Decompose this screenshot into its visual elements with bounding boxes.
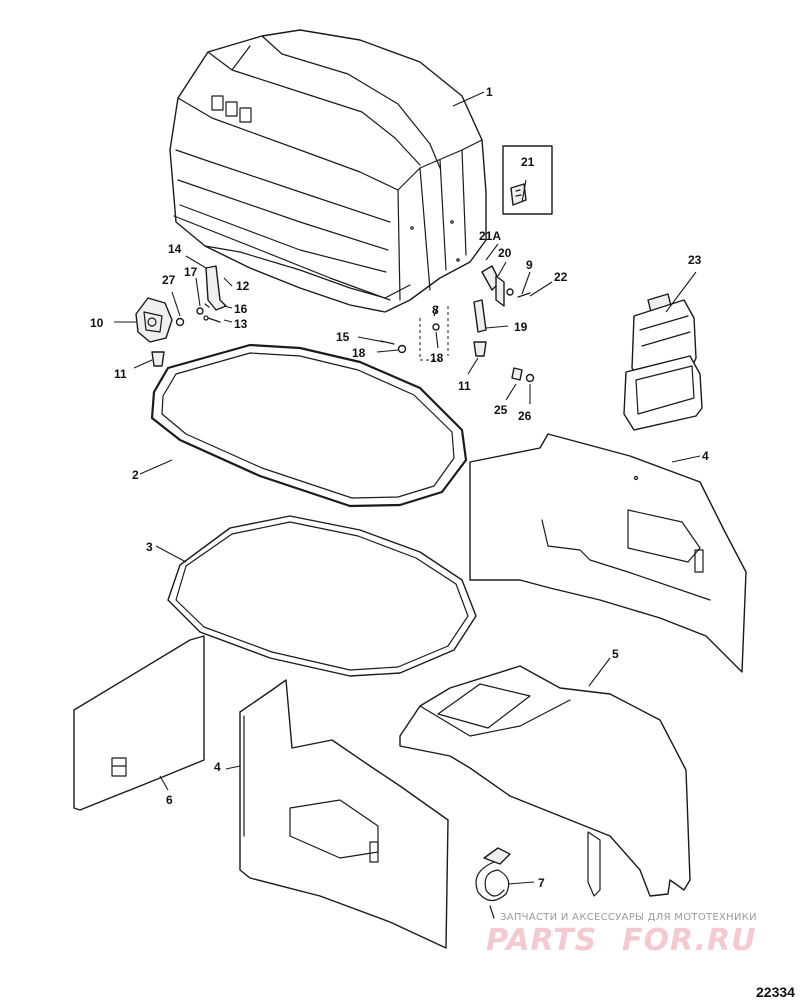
callout-2: 2 bbox=[132, 468, 139, 482]
callout-11-right: 11 bbox=[458, 379, 471, 393]
callout-26: 26 bbox=[518, 409, 532, 423]
callout-8: 8 bbox=[432, 303, 439, 317]
watermark-logo-right: FOR.RU bbox=[622, 923, 757, 958]
callout-5: 5 bbox=[612, 647, 619, 661]
callout-10: 10 bbox=[90, 316, 104, 330]
latch-assembly-left bbox=[135, 265, 227, 367]
callout-15: 15 bbox=[336, 330, 350, 344]
top-cowl bbox=[169, 29, 487, 313]
callout-25: 25 bbox=[494, 403, 508, 417]
callout-9: 9 bbox=[526, 258, 533, 272]
callout-21: 21 bbox=[521, 155, 535, 169]
foam-pad bbox=[167, 515, 477, 677]
callout-13: 13 bbox=[234, 317, 248, 331]
callout-4-left: 4 bbox=[214, 760, 221, 774]
diagram-number: 22334 bbox=[756, 984, 795, 1000]
side-liner-right bbox=[469, 433, 747, 673]
callout-18-left: 18 bbox=[352, 346, 366, 360]
callout-14: 14 bbox=[168, 242, 182, 256]
small-liner-6 bbox=[73, 635, 205, 811]
seal-gasket bbox=[150, 343, 468, 508]
coil-cable-7 bbox=[475, 847, 511, 919]
watermark: ЗАПЧАСТИ И АКСЕССУАРЫ ДЛЯ МОТОТЕХНИКИ PA… bbox=[486, 912, 757, 958]
leader-lines bbox=[114, 91, 701, 885]
rear-liner-5 bbox=[399, 665, 691, 897]
callout-7: 7 bbox=[538, 876, 545, 890]
callout-22: 22 bbox=[554, 270, 568, 284]
watermark-tagline: ЗАПЧАСТИ И АКСЕССУАРЫ ДЛЯ МОТОТЕХНИКИ bbox=[500, 912, 757, 923]
callout-27: 27 bbox=[162, 273, 176, 287]
callout-18-right: 18 bbox=[430, 351, 444, 365]
callout-23: 23 bbox=[688, 253, 702, 267]
hinge-hardware-right bbox=[380, 265, 535, 383]
callout-6: 6 bbox=[166, 793, 173, 807]
watermark-logo-left: PARTS bbox=[486, 923, 597, 958]
callout-3: 3 bbox=[146, 540, 153, 554]
front-panel-23 bbox=[623, 293, 703, 431]
callout-1: 1 bbox=[486, 85, 493, 99]
callout-21A: 21A bbox=[479, 229, 501, 243]
callout-11-left: 11 bbox=[114, 367, 127, 381]
callout-19: 19 bbox=[514, 320, 528, 334]
side-liner-left bbox=[239, 679, 449, 949]
callout-labels: 1 2 3 4 4 5 6 7 8 9 10 11 11 12 13 14 15… bbox=[90, 85, 709, 890]
callout-4-right: 4 bbox=[702, 449, 709, 463]
callout-16: 16 bbox=[234, 302, 248, 316]
callout-12: 12 bbox=[236, 279, 250, 293]
callout-20: 20 bbox=[498, 246, 512, 260]
callout-17: 17 bbox=[184, 265, 198, 279]
